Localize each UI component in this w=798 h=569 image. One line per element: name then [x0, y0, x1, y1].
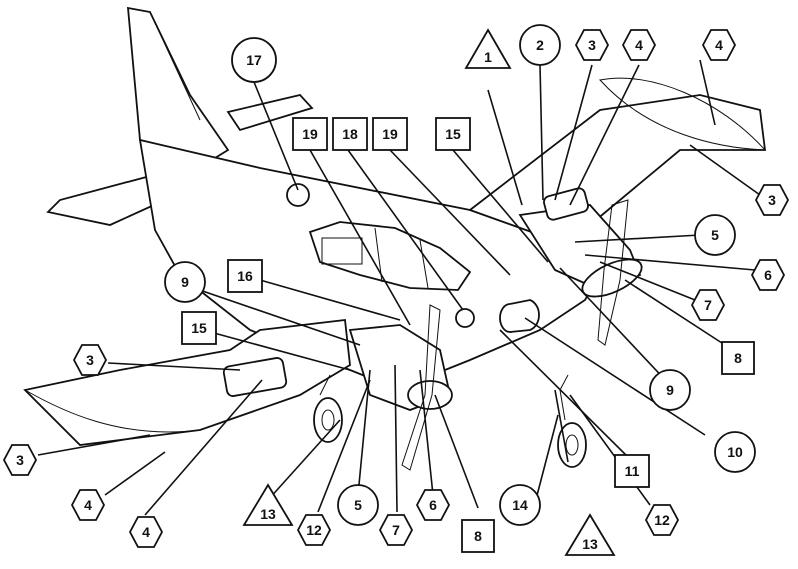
callout-4-left-b: 4: [130, 517, 162, 547]
left-main-wheel: [314, 398, 342, 442]
tail-component: [287, 184, 309, 206]
svg-text:4: 4: [635, 37, 643, 53]
svg-text:13: 13: [582, 536, 598, 552]
svg-text:9: 9: [666, 382, 674, 398]
svg-text:9: 9: [181, 274, 189, 290]
callout-16: 16: [228, 260, 262, 292]
svg-text:4: 4: [142, 524, 150, 540]
svg-text:5: 5: [354, 497, 362, 513]
callout-11: 11: [615, 455, 649, 487]
callout-12-left: 12: [298, 515, 330, 545]
callout-7-left: 7: [380, 515, 412, 545]
callout-19-right: 19: [373, 118, 407, 150]
callout-8-right: 8: [722, 342, 754, 374]
svg-text:8: 8: [474, 528, 482, 544]
callout-5-right: 5: [695, 215, 735, 255]
svg-text:16: 16: [237, 268, 253, 284]
svg-text:7: 7: [704, 297, 712, 313]
callout-13-right: 13: [566, 515, 614, 555]
vertical-tail: [128, 8, 228, 158]
callout-8-left: 8: [462, 520, 494, 552]
svg-text:17: 17: [246, 52, 262, 68]
right-wing: [470, 95, 765, 235]
svg-text:1: 1: [484, 49, 492, 65]
callout-9-left: 9: [165, 262, 205, 302]
svg-text:12: 12: [654, 512, 670, 528]
callout-6-right: 6: [752, 260, 784, 290]
callout-9-right: 9: [650, 370, 690, 410]
svg-text:4: 4: [84, 497, 92, 513]
svg-text:6: 6: [764, 267, 772, 283]
callout-2: 2: [520, 25, 560, 65]
svg-text:5: 5: [711, 227, 719, 243]
svg-text:6: 6: [429, 497, 437, 513]
callout-3-top: 3: [576, 30, 608, 60]
svg-text:15: 15: [191, 320, 207, 336]
callout-17: 17: [232, 38, 276, 82]
cabin-fitting: [456, 309, 474, 327]
callout-18: 18: [333, 118, 367, 150]
svg-text:19: 19: [302, 126, 318, 142]
callout-19-left: 19: [293, 118, 327, 150]
callout-14: 14: [500, 485, 540, 525]
svg-text:13: 13: [260, 506, 276, 522]
svg-text:10: 10: [727, 444, 743, 460]
svg-text:15: 15: [445, 126, 461, 142]
callout-15-right: 15: [436, 118, 470, 150]
callout-4-top-a: 4: [623, 30, 655, 60]
callout-15-left: 15: [182, 312, 216, 344]
svg-text:7: 7: [392, 522, 400, 538]
svg-text:3: 3: [768, 192, 776, 208]
svg-text:3: 3: [16, 452, 24, 468]
callout-5-left: 5: [338, 485, 378, 525]
callout-1: 1: [466, 30, 510, 68]
svg-text:19: 19: [382, 126, 398, 142]
callout-3-left-b: 3: [4, 445, 36, 475]
callout-10: 10: [715, 432, 755, 472]
callout-3-left-a: 3: [74, 345, 106, 375]
callout-3-right: 3: [756, 185, 788, 215]
svg-text:3: 3: [86, 352, 94, 368]
callout-4-left-a: 4: [72, 490, 104, 520]
battery-component: [500, 300, 539, 332]
svg-text:4: 4: [715, 37, 723, 53]
svg-text:12: 12: [306, 522, 322, 538]
svg-text:3: 3: [588, 37, 596, 53]
svg-text:18: 18: [342, 126, 358, 142]
callout-4-top-b: 4: [703, 30, 735, 60]
callout-7-right: 7: [692, 290, 724, 320]
callout-12-right: 12: [646, 505, 678, 535]
svg-text:8: 8: [734, 350, 742, 366]
callout-13-left: 13: [244, 485, 292, 525]
svg-text:14: 14: [512, 497, 528, 513]
callout-6-left: 6: [417, 490, 449, 520]
svg-text:11: 11: [625, 463, 640, 479]
svg-text:2: 2: [536, 37, 544, 53]
